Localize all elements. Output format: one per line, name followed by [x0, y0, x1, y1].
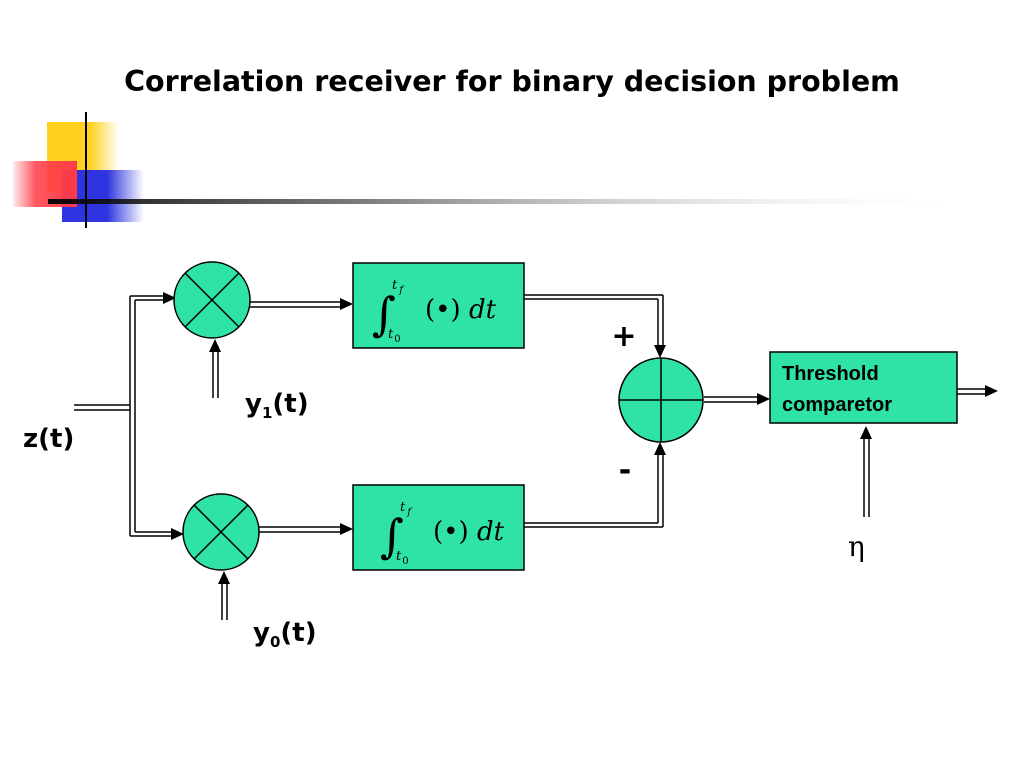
integral-sign: ∫	[372, 287, 396, 341]
threshold-eta-label: η	[848, 530, 865, 563]
multiplier-upper	[173, 261, 251, 339]
multiplier-lower	[182, 493, 260, 571]
integral-body: (•)	[433, 517, 469, 547]
integral-body: (•)	[425, 295, 461, 325]
add-icon	[619, 358, 703, 442]
integral-differential: dt	[469, 295, 497, 325]
title-divider	[48, 199, 978, 204]
reference-y1-label: y1(t)	[245, 389, 309, 422]
decorative-logo	[13, 112, 978, 228]
slide-title: Correlation receiver for binary decision…	[124, 65, 900, 98]
reference-y0-label: y0(t)	[253, 618, 317, 651]
integral-differential: dt	[477, 517, 505, 547]
threshold-label-line2: comparetor	[782, 394, 892, 416]
sum-minus-sign: -	[619, 453, 631, 488]
integral-sign: ∫	[380, 509, 404, 563]
summer	[618, 357, 704, 443]
input-signal-label: z(t)	[23, 424, 74, 454]
multiply-icon	[193, 504, 249, 560]
wiring	[74, 292, 998, 620]
threshold-label-line1: Threshold	[782, 363, 879, 385]
threshold-comparator: Threshold comparetor	[769, 351, 958, 424]
integral-lower-limit: t0	[396, 549, 409, 567]
integral-lower-limit: t0	[388, 327, 401, 345]
multiply-icon	[184, 272, 240, 328]
sum-plus-sign: +	[611, 319, 636, 354]
